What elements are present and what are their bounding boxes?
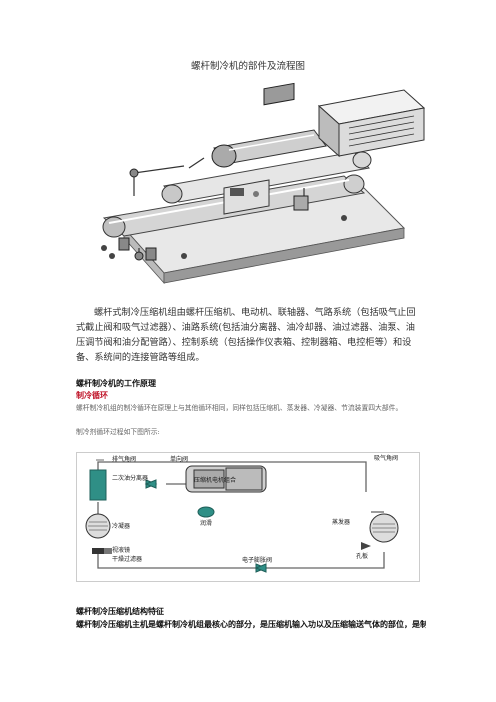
- label-filter-dryer: 干燥过滤器: [112, 555, 142, 563]
- label-condenser: 冷凝器: [112, 522, 130, 530]
- page-title: 螺杆制冷机的部件及流程图: [190, 61, 305, 72]
- structure-paragraph: 螺杆制冷压缩机主机是螺杆制冷机组最核心的部分，是压缩机输入功以及压缩输送气体的部…: [76, 619, 426, 629]
- condenser-vessel: [161, 151, 372, 204]
- section-heading-structure: 螺杆制冷压缩机结构特征: [76, 606, 164, 616]
- label-exhaust-check: 排气角阀: [112, 455, 136, 463]
- section-heading-principle: 螺杆制冷机的工作原理: [76, 378, 156, 388]
- label-evaporator: 蒸发器: [332, 518, 350, 526]
- condenser-icon: [85, 513, 111, 539]
- label-expansion: 电子膨胀阀: [242, 556, 272, 564]
- refrigerant-cycle-diagram: 排气角阀 单向阀 二次油分离器 压缩机电机组合 吸气角阀 冷凝器 视液镜 干燥过…: [76, 452, 420, 582]
- label-oil: 润滑: [200, 519, 212, 527]
- label-check-valve: 单向阀: [170, 455, 188, 463]
- intro-paragraph: 螺杆式制冷压缩机组由螺杆压缩机、电动机、联轴器、气路系统（包括吸气止回式截止阀和…: [76, 307, 416, 363]
- section-subheading-cycle: 制冷循环: [76, 390, 108, 400]
- chiller-illustration: [101, 82, 426, 285]
- compressor-motor: [211, 82, 327, 168]
- evaporator-icon: [369, 513, 399, 543]
- compressor-icon: [185, 465, 267, 493]
- control-panel: [317, 89, 426, 158]
- instrument-box: [223, 179, 270, 215]
- label-throttle: 孔板: [356, 552, 368, 560]
- oil-pump-icon: [197, 506, 215, 518]
- label-compressor-motor: 压缩机电机组合: [194, 476, 236, 484]
- oil-separator-icon: [89, 469, 107, 501]
- label-oil-separator: 二次油分离器: [112, 474, 148, 482]
- filter-dryer-icon: [92, 548, 104, 554]
- valve-icons: [101, 215, 347, 259]
- label-sight: 视液镜: [112, 546, 130, 554]
- cycle-intro-line: 制冷剂循环过程如下图所示:: [76, 428, 160, 436]
- cycle-paragraph: 螺杆制冷机组的制冷循环在原理上与其他循环相同，同样包括压缩机、蒸发器、冷凝器、节…: [76, 404, 403, 412]
- label-suction-valve: 吸气角阀: [374, 454, 398, 462]
